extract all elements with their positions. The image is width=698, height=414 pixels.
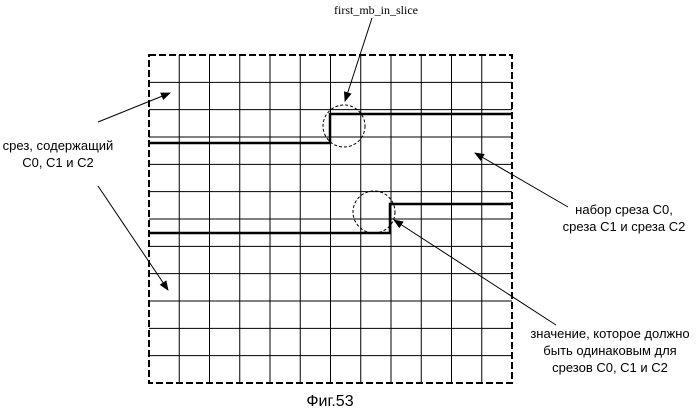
value-label-line1: значение, которое должно — [530, 326, 689, 341]
slice-set-label-line1: набор среза C0, — [575, 202, 673, 217]
slice-arrow-lower — [98, 186, 168, 290]
boundary-highlight-circle — [353, 191, 395, 233]
slice-set-label-line2: среза C1 и среза C2 — [563, 219, 686, 234]
slice-boundary-1 — [149, 114, 512, 143]
macroblock-grid — [149, 55, 512, 383]
figure-caption: Фиг.53 — [306, 393, 353, 410]
value-label-line3: срезов C0, C1 и C2 — [552, 360, 668, 375]
slice-set-arrow — [475, 153, 568, 207]
first-mb-arrow — [345, 18, 372, 101]
value-arrow — [394, 220, 556, 325]
slice-arrow-upper — [98, 93, 170, 122]
value-label-line2: быть одинаковым для — [543, 343, 676, 358]
first-mb-label: first_mb_in_slice — [334, 3, 418, 17]
slice-label-line2: C0, C1 и C2 — [22, 155, 94, 170]
slice-label-line1: срез, содержащий — [3, 138, 114, 153]
